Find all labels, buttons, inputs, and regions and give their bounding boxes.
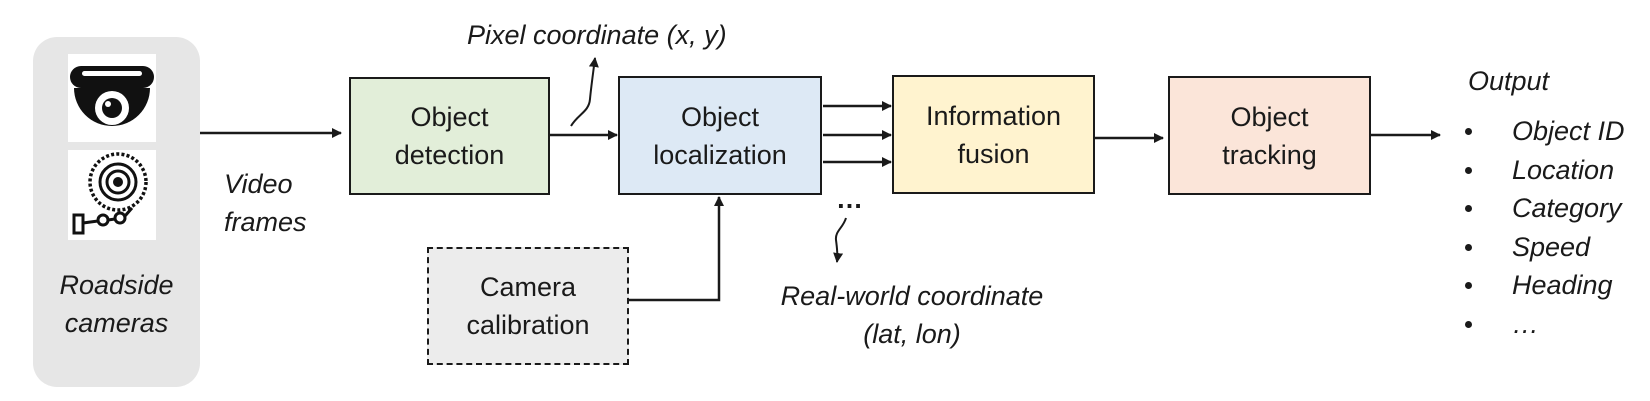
output-item-label: … xyxy=(1512,308,1539,339)
output-item-label: Location xyxy=(1512,154,1615,185)
video-frames-label: Video frames xyxy=(224,169,307,237)
bullet-icon xyxy=(1465,243,1472,251)
pixel-coordinate-pointer xyxy=(570,57,599,127)
real-world-coordinate-label: Real-world coordinate (lat, lon) xyxy=(780,281,1044,349)
output-item-label: Speed xyxy=(1512,231,1591,262)
object-tracking-box: Object tracking xyxy=(1168,76,1371,195)
bullet-icon xyxy=(1465,282,1472,289)
output-title: Output xyxy=(1468,66,1550,96)
output-item: … xyxy=(1460,305,1625,344)
camera-calibration-box: Camera calibration xyxy=(427,247,629,365)
roadside-cameras-label: Roadside cameras xyxy=(59,270,174,338)
output-item: Category xyxy=(1460,189,1625,228)
more-inputs-ellipsis: … xyxy=(836,184,863,214)
output-item: Location xyxy=(1460,151,1625,190)
object-detection-box: Object detection xyxy=(349,77,550,195)
object-localization-box: Object localization xyxy=(618,76,822,195)
bullet-icon xyxy=(1465,128,1472,135)
bullet-icon xyxy=(1465,166,1472,174)
output-item-label: Heading xyxy=(1512,270,1613,300)
dome-camera-tile xyxy=(68,54,156,142)
arrow-calibration-to-localization xyxy=(628,196,724,302)
output-item-label: Object ID xyxy=(1512,116,1625,146)
output-item: Heading xyxy=(1460,266,1625,305)
real-world-coordinate-pointer xyxy=(833,217,847,263)
pixel-coordinate-label: Pixel coordinate (x, y) xyxy=(467,20,727,50)
surveillance-camera-icon xyxy=(72,152,148,235)
information-fusion-box: Information fusion xyxy=(892,75,1095,194)
output-item-label: Category xyxy=(1512,193,1622,223)
bullet-icon xyxy=(1465,205,1472,212)
surveillance-camera-tile xyxy=(68,150,156,240)
dome-camera-icon xyxy=(70,66,154,126)
output-item: Object ID xyxy=(1460,112,1625,151)
output-item: Speed xyxy=(1460,228,1625,267)
bullet-icon xyxy=(1465,320,1472,328)
